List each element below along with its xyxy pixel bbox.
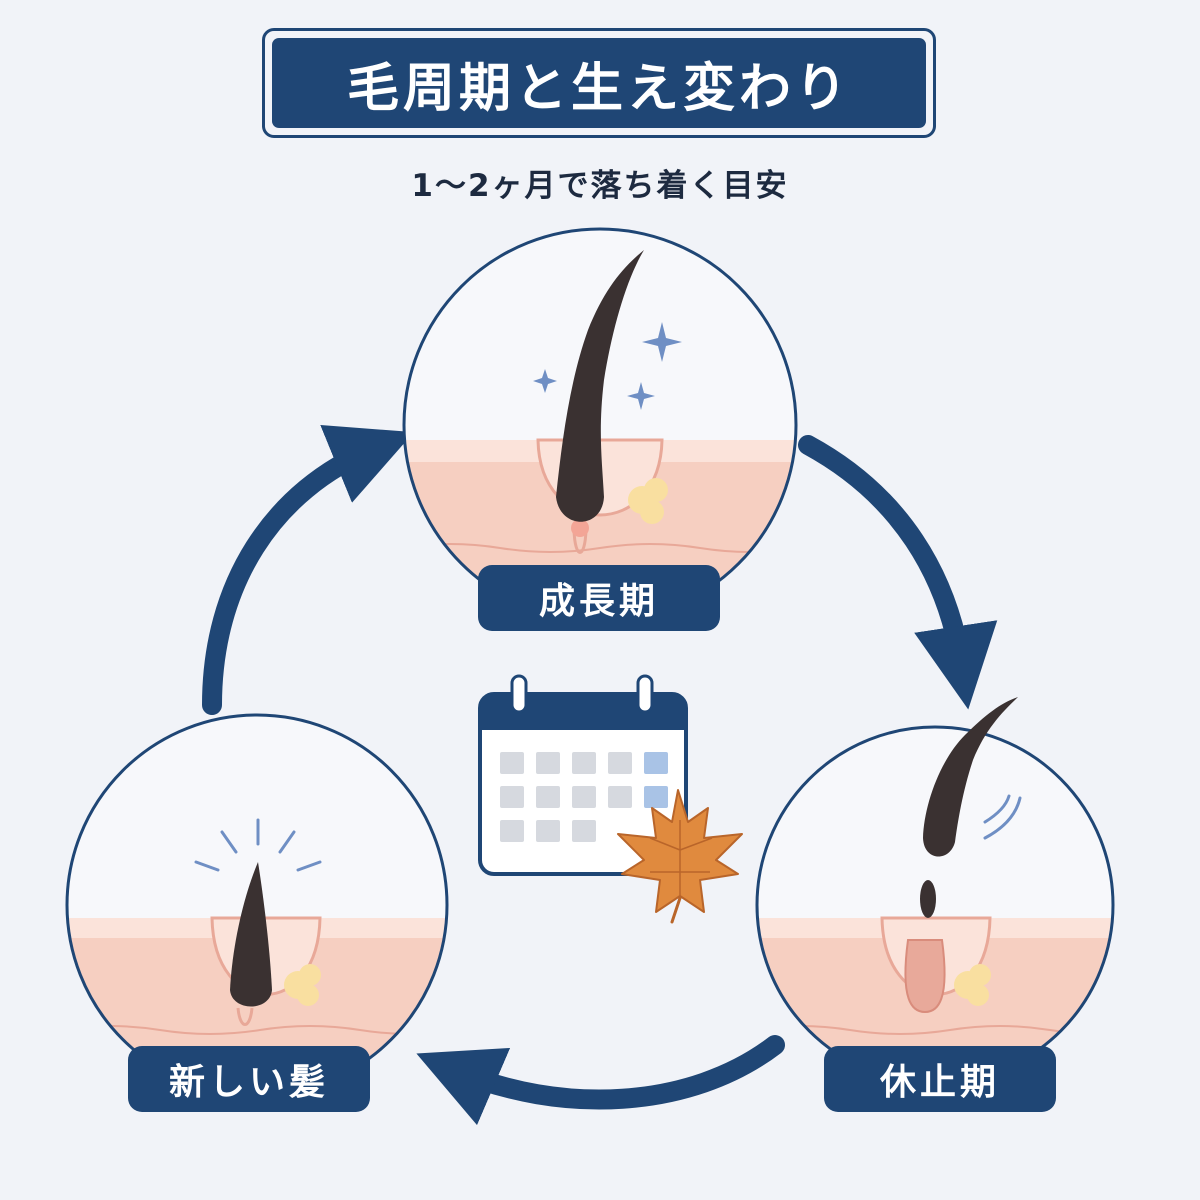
sparkle-icon <box>627 382 655 410</box>
new-hair-strand <box>230 862 272 1007</box>
falling-hair-root <box>920 880 936 918</box>
stage-label-growth: 成長期 <box>478 565 720 631</box>
sparkle-icon <box>533 369 557 393</box>
sprout-lines-icon <box>194 818 322 872</box>
title-frame: 毛周期と生え変わり <box>262 28 936 138</box>
hair-strand <box>556 250 644 522</box>
growth-phase-illustration <box>402 227 798 623</box>
motion-lines-icon <box>983 796 1022 840</box>
cycle-arrow-icon <box>798 435 998 710</box>
stage-label-resting: 休止期 <box>824 1046 1056 1112</box>
motion-lines-icon <box>983 794 1011 824</box>
sebaceous-gland <box>954 964 991 1006</box>
calendar-icon <box>478 674 688 876</box>
maple-leaf-icon <box>617 789 743 924</box>
new-hair-illustration <box>65 713 449 1097</box>
sebaceous-gland <box>284 964 321 1006</box>
subtitle: 1～2ヶ月で落ち着く目安 <box>411 168 789 204</box>
cycle-arrows <box>202 424 998 1126</box>
sebaceous-gland <box>628 478 668 524</box>
cycle-arrow-icon <box>202 424 414 715</box>
cycle-arrow-icon <box>416 1035 785 1126</box>
falling-hair-strand <box>923 697 1018 857</box>
stage-label-new-hair: 新しい髪 <box>128 1046 370 1112</box>
page-title: 毛周期と生え変わり <box>272 38 926 128</box>
sparkle-icon <box>642 322 682 362</box>
resting-phase-illustration <box>755 697 1115 1085</box>
